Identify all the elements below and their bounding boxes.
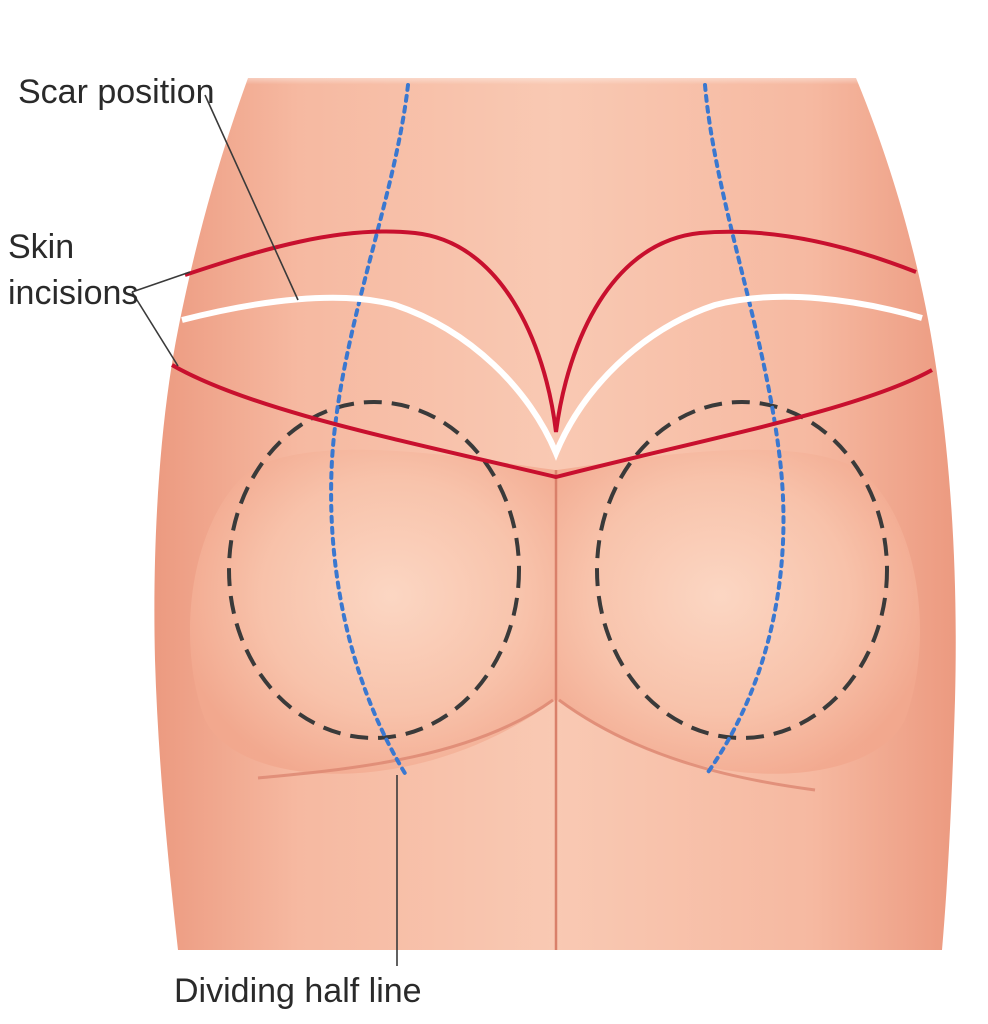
skin-incisions-leader-lower [131,291,179,367]
left-gluteal-fold [257,698,554,780]
lower-skin-incision [171,363,933,480]
scar-position-label: Scar position [18,73,215,111]
left-implant-outline [227,400,521,740]
skin-incisions-label-line2: incisions [8,274,138,312]
scar-position-line [181,293,923,461]
upper-skin-incision [184,229,917,433]
top-fade [150,70,970,190]
skin-incisions-leader-upper [131,271,191,293]
skin-incisions-label-line1: Skin [8,228,74,266]
right-implant-outline [595,400,889,740]
left-buttock [190,449,555,774]
left-dividing-half-line [329,83,410,777]
right-gluteal-fold [558,698,816,792]
right-dividing-half-line [703,83,786,777]
scar-position-leader [204,94,299,301]
dividing-half-line-label: Dividing half line [174,972,422,1010]
right-buttock [557,449,920,774]
